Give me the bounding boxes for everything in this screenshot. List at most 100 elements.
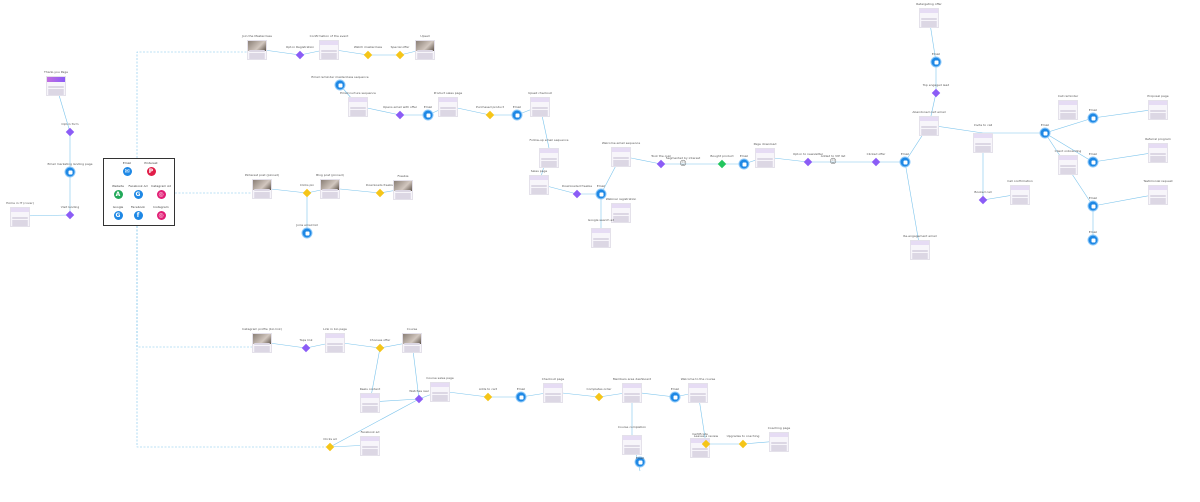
text-line: [545, 400, 561, 402]
page-thumbnail[interactable]: [320, 179, 340, 199]
email-step-icon[interactable]: [334, 79, 346, 91]
page-thumbnail[interactable]: [402, 333, 422, 353]
email-step-icon[interactable]: [1039, 127, 1051, 139]
decision-diamond-icon[interactable]: [485, 110, 495, 120]
decision-diamond-icon[interactable]: [302, 188, 312, 198]
decision-diamond-icon[interactable]: [295, 50, 305, 60]
email-step-icon[interactable]: [515, 391, 527, 403]
decision-diamond-icon[interactable]: [301, 343, 311, 353]
email-step-icon[interactable]: [634, 456, 646, 468]
page-thumbnail[interactable]: [530, 97, 550, 117]
page-thumbnail[interactable]: [769, 432, 789, 452]
decision-diamond-icon[interactable]: [375, 188, 385, 198]
page-thumbnail[interactable]: [755, 148, 775, 168]
contact-tag-icon[interactable]: ☺: [829, 157, 837, 166]
page-thumbnail[interactable]: [319, 40, 339, 60]
page-thumbnail[interactable]: [430, 382, 450, 402]
text-line: [12, 222, 28, 224]
decision-diamond-icon[interactable]: [395, 50, 405, 60]
instagram-ad-icon: ◎: [156, 190, 166, 199]
email-step-icon[interactable]: [301, 227, 313, 239]
page-thumbnail[interactable]: [622, 383, 642, 403]
traffic-source-email[interactable]: Email✉: [115, 161, 139, 176]
text-line: [1060, 167, 1076, 170]
email-step-icon[interactable]: [595, 188, 607, 200]
page-thumbnail[interactable]: [1058, 100, 1078, 120]
page-thumbnail[interactable]: [611, 203, 631, 223]
decision-diamond-icon[interactable]: [65, 210, 75, 220]
email-step-icon[interactable]: [738, 158, 750, 170]
page-thumbnail[interactable]: [360, 436, 380, 456]
text-line: [531, 192, 547, 194]
decision-diamond-icon[interactable]: [325, 442, 335, 452]
decision-diamond-icon[interactable]: [717, 159, 727, 169]
decision-diamond-icon[interactable]: [738, 439, 748, 449]
page-thumbnail[interactable]: [325, 333, 345, 353]
page-hero-image: [416, 41, 434, 51]
page-thumbnail[interactable]: [360, 393, 380, 413]
decision-diamond-icon[interactable]: [572, 189, 582, 199]
page-thumbnail[interactable]: [539, 148, 559, 168]
text-line: [322, 196, 338, 198]
page-thumbnail[interactable]: [1148, 143, 1168, 163]
page-thumbnail[interactable]: [591, 228, 611, 248]
decision-diamond-icon[interactable]: [363, 50, 373, 60]
email-step-icon[interactable]: [1087, 156, 1099, 168]
email-step-icon[interactable]: [1087, 200, 1099, 212]
page-thumbnail[interactable]: [348, 97, 368, 117]
email-step-icon[interactable]: [1087, 234, 1099, 246]
page-thumbnail[interactable]: [973, 133, 993, 153]
decision-diamond-icon[interactable]: [656, 159, 666, 169]
traffic-source-instagram[interactable]: Instagram◎: [149, 205, 173, 220]
traffic-source-instagram-ad[interactable]: Instagram Ad◎: [149, 184, 173, 199]
contact-tag-icon[interactable]: ☺: [679, 159, 687, 168]
decision-diamond-icon[interactable]: [871, 157, 881, 167]
email-step-icon[interactable]: [669, 391, 681, 403]
decision-diamond-icon[interactable]: [395, 110, 405, 120]
page-thumbnail[interactable]: [1058, 155, 1078, 175]
decision-diamond-icon[interactable]: [931, 88, 941, 98]
email-step-icon[interactable]: [64, 166, 76, 178]
decision-diamond-icon[interactable]: [375, 343, 385, 353]
page-thumbnail[interactable]: [252, 179, 272, 199]
cta-bar: [363, 455, 377, 456]
page-thumbnail[interactable]: [247, 40, 267, 60]
email-step-icon[interactable]: [422, 109, 434, 121]
page-thumbnail[interactable]: [529, 175, 549, 195]
page-thumbnail[interactable]: [10, 207, 30, 227]
page-thumbnail[interactable]: [393, 180, 413, 200]
page-thumbnail[interactable]: [919, 8, 939, 28]
decision-diamond-icon[interactable]: [978, 195, 988, 205]
page-thumbnail[interactable]: [1010, 185, 1030, 205]
page-thumbnail[interactable]: [252, 333, 272, 353]
decision-diamond-icon[interactable]: [65, 127, 75, 137]
email-step-icon[interactable]: [899, 156, 911, 168]
text-line: [1012, 202, 1028, 204]
page-thumbnail[interactable]: [611, 147, 631, 167]
email-step-icon[interactable]: [511, 109, 523, 121]
page-thumbnail[interactable]: [910, 240, 930, 260]
page-thumbnail[interactable]: [622, 435, 642, 455]
page-thumbnail[interactable]: [1148, 185, 1168, 205]
page-thumbnail[interactable]: [46, 76, 66, 96]
text-line: [1060, 115, 1076, 117]
decision-diamond-icon[interactable]: [803, 157, 813, 167]
page-thumbnail[interactable]: [919, 116, 939, 136]
email-step-icon[interactable]: [1087, 112, 1099, 124]
email-step-icon[interactable]: [930, 56, 942, 68]
decision-diamond-icon[interactable]: [414, 394, 424, 404]
decision-diamond-icon[interactable]: [594, 392, 604, 402]
page-thumbnail[interactable]: [415, 40, 435, 60]
page-thumbnail[interactable]: [688, 383, 708, 403]
page-thumbnail[interactable]: [543, 383, 563, 403]
decision-diamond-icon[interactable]: [483, 392, 493, 402]
page-thumbnail[interactable]: [1148, 100, 1168, 120]
page-thumbnail[interactable]: [690, 438, 710, 458]
page-thumbnail[interactable]: [438, 97, 458, 117]
